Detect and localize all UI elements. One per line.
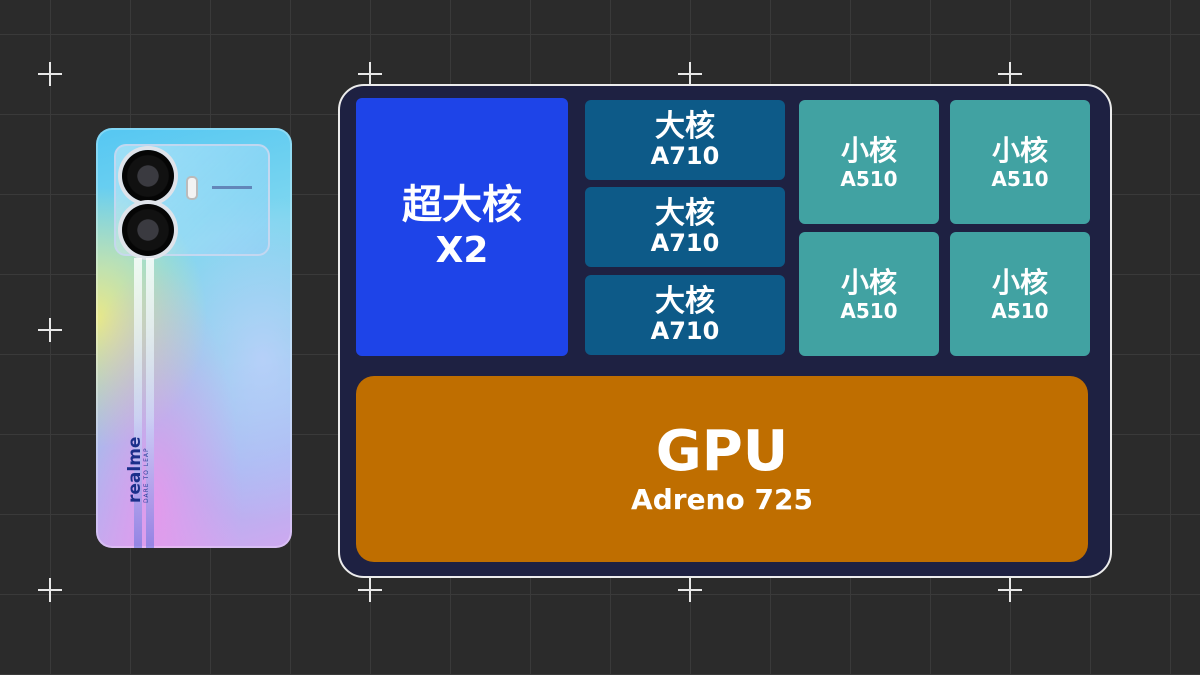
grid-cross-marker [38,318,62,342]
big-core-block: 大核 A710 [585,275,785,355]
flash-icon [188,178,196,198]
grid-cross-marker [358,578,382,602]
phone-slogan: DARE TO LEAP [143,447,150,503]
phone-stripe [146,258,154,548]
big-core-name: 大核 [655,108,715,144]
gpu-model: Adreno 725 [631,483,813,516]
little-core-model: A510 [840,166,898,191]
prime-core-name: 超大核 [402,182,522,229]
camera-label-mark [212,186,252,189]
phone-back-image: realme DARE TO LEAP [96,128,292,548]
gpu-block: GPU Adreno 725 [356,376,1088,562]
big-core-block: 大核 A710 [585,187,785,267]
camera-lens-icon [122,204,174,256]
big-core-name: 大核 [655,283,715,319]
grid-cross-marker [358,62,382,86]
big-core-model: A710 [650,141,720,170]
little-core-name: 小核 [991,266,1048,300]
prime-core-block: 超大核 X2 [356,98,568,356]
big-core-model: A710 [650,316,720,345]
prime-core-model: X2 [435,230,489,272]
little-core-block: 小核 A510 [950,100,1090,224]
little-core-model: A510 [991,298,1049,323]
grid-cross-marker [998,62,1022,86]
little-core-model: A510 [840,298,898,323]
grid-cross-marker [678,578,702,602]
little-core-model: A510 [991,166,1049,191]
soc-diagram: 超大核 X2 大核 A710 大核 A710 大核 A710 小核 A510 小… [338,84,1112,578]
phone-stripe [134,258,142,548]
big-core-model: A710 [650,228,720,257]
phone-brand-logo: realme [125,436,145,503]
gpu-name: GPU [655,419,789,485]
little-core-name: 小核 [991,134,1048,168]
big-core-name: 大核 [655,195,715,231]
little-core-name: 小核 [840,134,897,168]
little-core-block: 小核 A510 [950,232,1090,356]
camera-lens-icon [122,150,174,202]
little-core-block: 小核 A510 [799,232,939,356]
little-core-block: 小核 A510 [799,100,939,224]
camera-module [114,144,270,256]
little-core-name: 小核 [840,266,897,300]
grid-cross-marker [678,62,702,86]
grid-cross-marker [38,578,62,602]
big-core-block: 大核 A710 [585,100,785,180]
grid-cross-marker [998,578,1022,602]
grid-cross-marker [38,62,62,86]
